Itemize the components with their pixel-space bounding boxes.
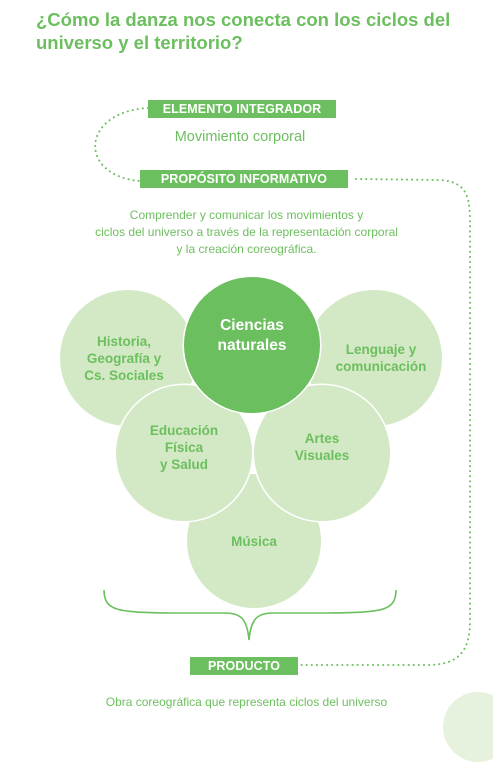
proposito-informativo-value: Comprender y comunicar los movimientos y… [95,208,398,256]
circle-ciencias-label: Ciencias naturales [217,317,287,354]
circle-historia-label: Historia, Geografía y Cs. Sociales [84,333,164,383]
circle-artes-label: Artes Visuales [294,431,350,463]
page-title: ¿Cómo la danza nos conecta con los ciclo… [36,9,451,53]
proposito-informativo-label: PROPÓSITO INFORMATIVO [140,170,348,188]
connector-lines [94,107,471,666]
circle-musica-label: Música [231,533,277,549]
circle-educacion-label: Educación Física y Salud [149,422,219,472]
circle-artes: Artes Visuales [254,385,390,521]
right-dotted-connector [299,178,471,666]
elemento-integrador-value: Movimiento corporal [174,129,306,145]
circle-ciencias: Ciencias naturales [184,277,320,413]
producto-value: Obra coreográfica que representa ciclos … [105,695,388,709]
bracket-brace [103,589,397,641]
circle-historia: Historia, Geografía y Cs. Sociales [60,290,196,426]
producto-label: PRODUCTO [190,657,298,675]
circle-lenguaje-label: Lenguaje y comunicación [335,342,427,374]
elemento-integrador-label: ELEMENTO INTEGRADOR [148,100,336,118]
